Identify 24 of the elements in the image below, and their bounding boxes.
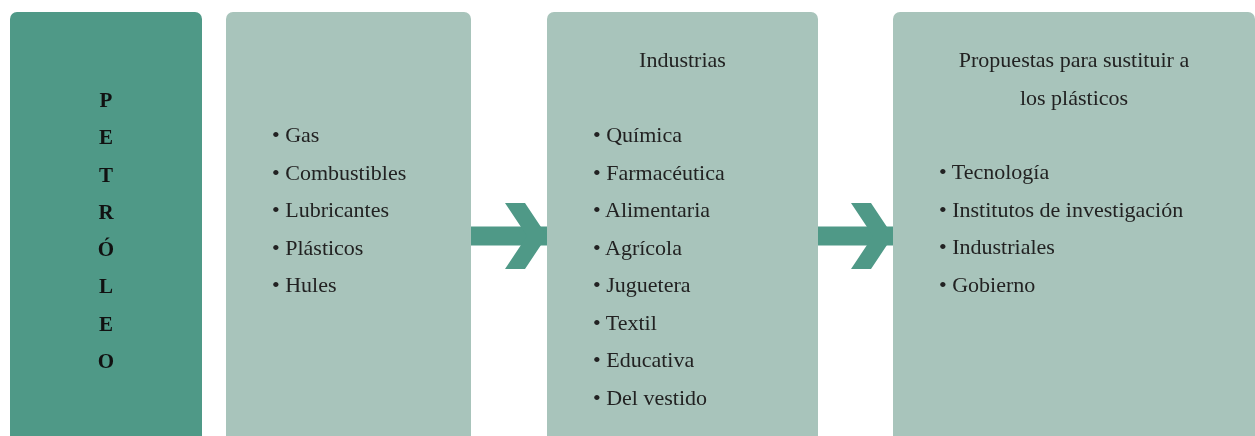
process-box [226, 12, 471, 436]
process-box [547, 12, 818, 436]
list-item: • Textil [593, 308, 658, 337]
process-box [10, 12, 202, 436]
box-heading: Industrias [638, 46, 727, 74]
list-item: • Del vestido [593, 383, 709, 412]
list-item: • Industriales [939, 233, 1056, 261]
list-item: • Lubricantes [272, 196, 391, 224]
list-item: • Juguetera [593, 271, 692, 299]
list-item: • Química [593, 121, 683, 149]
list-item: • Educativa [593, 346, 696, 374]
list-item: • Combustibles [272, 158, 407, 187]
list-item: • Gobierno [939, 270, 1037, 299]
list-item: • Alimentaria [593, 196, 712, 224]
process-box [893, 12, 1255, 436]
vertical-title: PETRÓLEO [96, 87, 116, 376]
list-item: • Agrícola [593, 233, 683, 262]
list-item: • Farmacéutica [593, 158, 725, 187]
list-item: • Plásticos [272, 233, 365, 262]
list-item: • Tecnología [939, 158, 1051, 186]
list-item: • Gas [272, 121, 321, 149]
list-item: • Institutos de investigación [939, 195, 1184, 224]
list-item: • Hules [272, 271, 338, 299]
box-heading: Propuestas para sustituir a los plásticos [957, 46, 1191, 112]
